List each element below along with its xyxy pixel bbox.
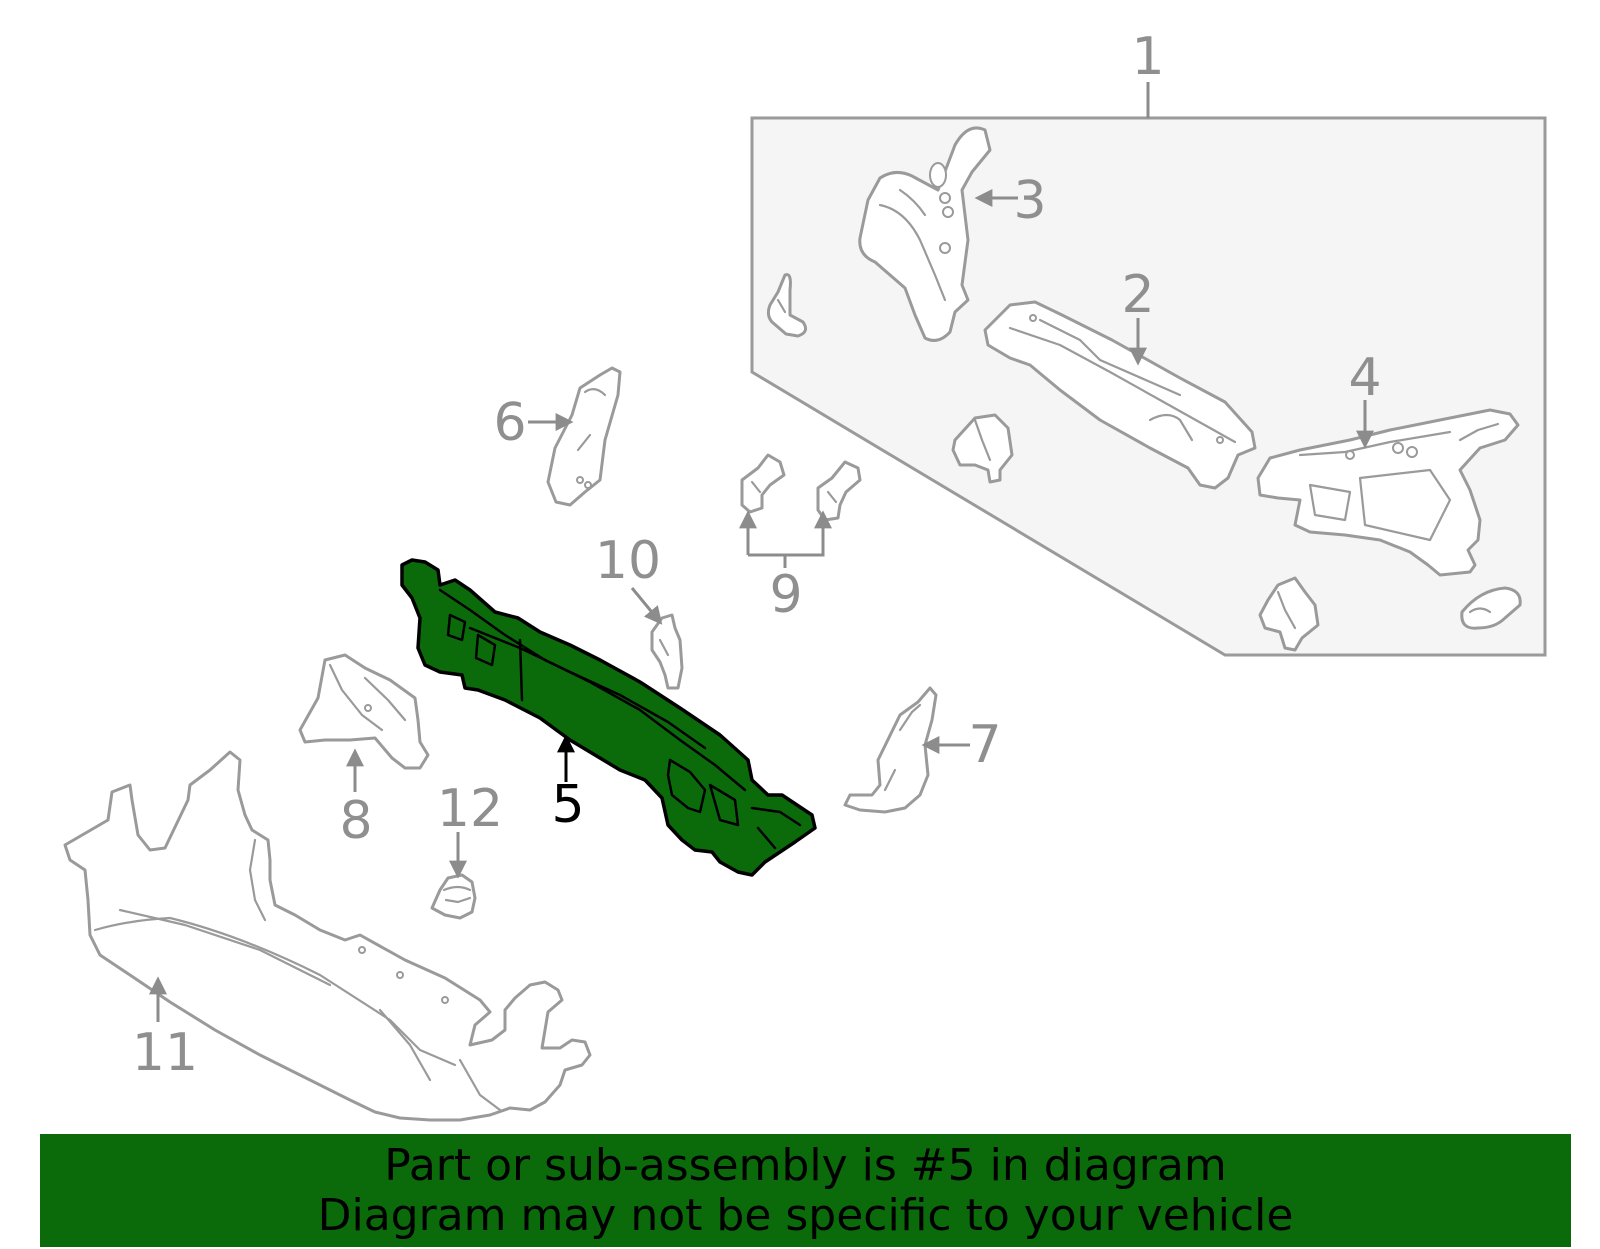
callout-11[interactable]: 11 <box>132 1023 198 1083</box>
callout-1[interactable]: 1 <box>1131 27 1164 87</box>
callout-2[interactable]: 2 <box>1121 265 1154 325</box>
callout-8[interactable]: 8 <box>339 791 372 851</box>
part-small-bracket-mid[interactable] <box>951 413 1014 484</box>
part-9-left[interactable] <box>740 453 786 514</box>
part-4[interactable] <box>1256 408 1520 577</box>
callout-labels: 1 2 3 4 5 6 7 8 9 10 11 12 <box>132 27 1382 1083</box>
part-6[interactable] <box>546 366 622 507</box>
part-5-highlighted[interactable] <box>400 558 817 877</box>
banner-line-disclaimer: Diagram may not be specific to your vehi… <box>317 1189 1294 1241</box>
part-small-bracket-lower[interactable] <box>1258 576 1320 652</box>
leader-lines <box>149 189 1374 1022</box>
part-2[interactable] <box>983 300 1257 490</box>
part-9-right[interactable] <box>816 460 862 522</box>
callout-7[interactable]: 7 <box>968 715 1001 775</box>
banner-line-part-number: Part or sub-assembly is #5 in diagram <box>384 1139 1227 1191</box>
part-8[interactable] <box>298 653 430 770</box>
part-small-bracket-left[interactable] <box>766 273 808 338</box>
info-banner: Part or sub-assembly is #5 in diagram Di… <box>40 1134 1571 1247</box>
callout-4[interactable]: 4 <box>1348 348 1381 408</box>
callout-5[interactable]: 5 <box>551 775 584 835</box>
callout-3[interactable]: 3 <box>1013 171 1046 231</box>
part-12[interactable] <box>430 873 477 920</box>
part-grommet[interactable] <box>1460 586 1522 630</box>
part-3[interactable] <box>858 126 992 342</box>
callout-12[interactable]: 12 <box>437 779 503 839</box>
part-11[interactable] <box>63 750 592 1122</box>
part-7[interactable] <box>843 686 938 814</box>
part-10[interactable] <box>650 613 684 690</box>
callout-10[interactable]: 10 <box>595 531 661 591</box>
callout-6[interactable]: 6 <box>493 393 526 453</box>
callout-9[interactable]: 9 <box>769 565 802 625</box>
